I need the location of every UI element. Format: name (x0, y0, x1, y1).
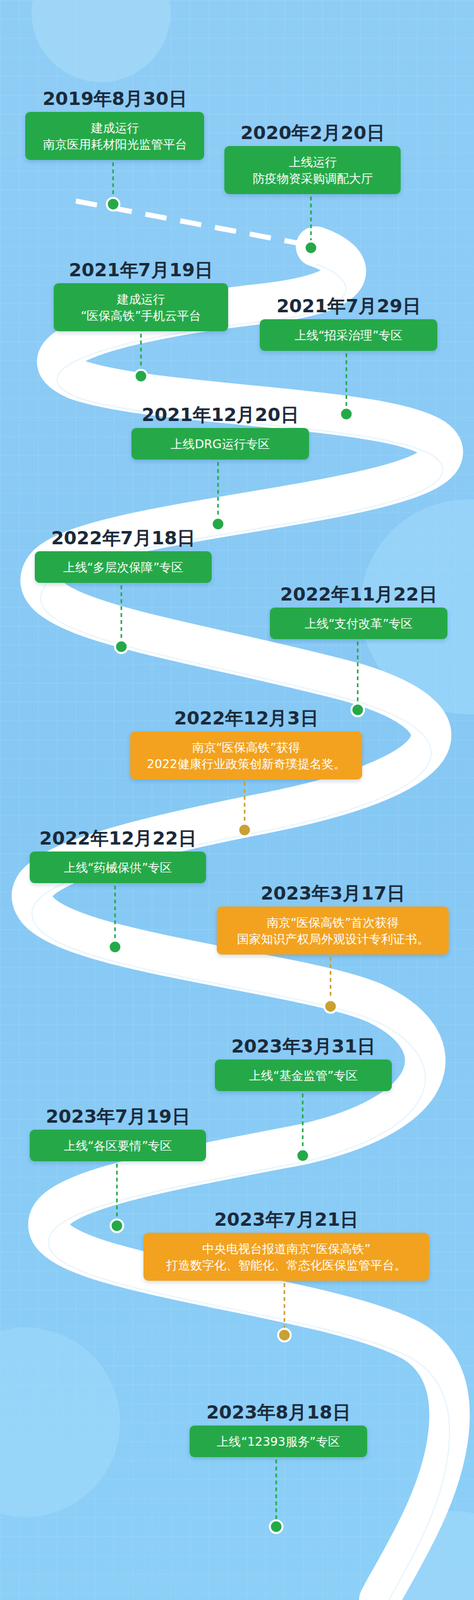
milestone-node: 2022年12月22日上线“药械保供”专区 (29, 827, 207, 883)
timeline-dot (110, 1219, 124, 1232)
milestone-date: 2022年12月3日 (130, 707, 363, 729)
timeline-dot (106, 197, 120, 211)
leader-line (275, 1459, 278, 1519)
milestone-date: 2023年8月18日 (189, 1401, 368, 1423)
milestone-date: 2023年7月19日 (29, 1105, 207, 1127)
leader-line (114, 885, 117, 940)
milestone-box: 南京“医保高铁”获得 2022健康行业政策创新奇璞提名奖。 (130, 731, 363, 780)
milestone-node: 2022年11月22日上线“支付改革”专区 (269, 583, 448, 639)
milestone-date: 2023年7月21日 (143, 1208, 430, 1230)
milestone-date: 2019年8月30日 (25, 87, 205, 110)
milestone-date: 2023年3月17日 (216, 882, 449, 904)
leader-line (345, 353, 348, 407)
milestone-node: 2021年7月19日建成运行 “医保高铁”手机云平台 (53, 259, 229, 332)
milestone-date: 2021年12月20日 (131, 403, 310, 426)
milestone-box: 南京“医保高铁”首次获得 国家知识产权局外观设计专利证书。 (216, 906, 449, 955)
milestone-box: 上线“支付改革”专区 (269, 607, 448, 639)
timeline-dot (134, 369, 148, 383)
milestone-date: 2022年12月22日 (29, 827, 207, 849)
milestone-node: 2023年8月18日上线“12393服务”专区 (189, 1401, 368, 1457)
leader-line (140, 333, 143, 369)
milestone-node: 2021年7月29日上线“招采治理”专区 (259, 295, 438, 351)
timeline-dot (238, 823, 251, 837)
milestone-node: 2020年2月20日上线运行 防疫物资采购调配大厅 (224, 121, 401, 195)
timeline-dot (269, 1519, 283, 1533)
milestone-node: 2023年7月19日上线“各区要情”专区 (29, 1105, 207, 1161)
milestone-box: 上线运行 防疫物资采购调配大厅 (224, 145, 401, 195)
milestone-date: 2021年7月29日 (259, 295, 438, 317)
timeline-dot (278, 1328, 291, 1342)
timeline-dot (340, 407, 353, 421)
road (31, 246, 450, 1600)
timeline-dot (351, 703, 365, 717)
leader-line (357, 641, 359, 703)
leader-line (112, 162, 115, 197)
milestone-node: 2022年12月3日南京“医保高铁”获得 2022健康行业政策创新奇璞提名奖。 (130, 707, 363, 780)
timeline-dot (115, 640, 128, 653)
leader-line (217, 461, 220, 517)
leader-line (329, 956, 332, 999)
timeline-dot (211, 517, 225, 531)
milestone-box: 上线“招采治理”专区 (259, 319, 438, 351)
milestone-date: 2023年3月31日 (214, 1035, 392, 1057)
milestone-date: 2022年11月22日 (269, 583, 448, 605)
milestone-box: 上线“多层次保障”专区 (34, 551, 212, 583)
leader-line (283, 1282, 286, 1328)
milestone-box: 建成运行 南京医用耗材阳光监管平台 (25, 111, 205, 160)
milestone-node: 2022年7月18日上线“多层次保障”专区 (34, 527, 212, 583)
milestone-box: 中央电视台报道南京“医保高铁” 打造数字化、智能化、常态化医保监管平台。 (143, 1232, 430, 1281)
milestone-box: 上线“各区要情”专区 (29, 1129, 207, 1161)
milestone-node: 2023年7月21日中央电视台报道南京“医保高铁” 打造数字化、智能化、常态化医… (143, 1208, 430, 1281)
leader-line (310, 196, 313, 241)
milestone-node: 2021年12月20日上线DRG运行专区 (131, 403, 310, 460)
leader-line (120, 585, 123, 639)
timeline-dot (296, 1148, 310, 1162)
leader-line (302, 1093, 304, 1148)
milestone-box: 上线“12393服务”专区 (189, 1425, 368, 1457)
timeline-dot (108, 940, 122, 954)
milestone-date: 2020年2月20日 (224, 121, 401, 144)
timeline-dot (324, 999, 337, 1013)
milestone-date: 2021年7月19日 (53, 259, 229, 281)
leader-line (116, 1163, 119, 1218)
milestone-box: 上线“基金监管”专区 (214, 1059, 392, 1091)
milestone-node: 2023年3月17日南京“医保高铁”首次获得 国家知识产权局外观设计专利证书。 (216, 882, 449, 955)
milestone-box: 上线DRG运行专区 (131, 427, 310, 460)
timeline-dot (304, 241, 318, 255)
milestone-node: 2023年3月31日上线“基金监管”专区 (214, 1035, 392, 1091)
milestone-node: 2019年8月30日建成运行 南京医用耗材阳光监管平台 (25, 87, 205, 160)
milestone-date: 2022年7月18日 (34, 527, 212, 549)
milestone-box: 建成运行 “医保高铁”手机云平台 (53, 283, 229, 332)
milestone-box: 上线“药械保供”专区 (29, 851, 207, 883)
leader-line (243, 781, 246, 823)
